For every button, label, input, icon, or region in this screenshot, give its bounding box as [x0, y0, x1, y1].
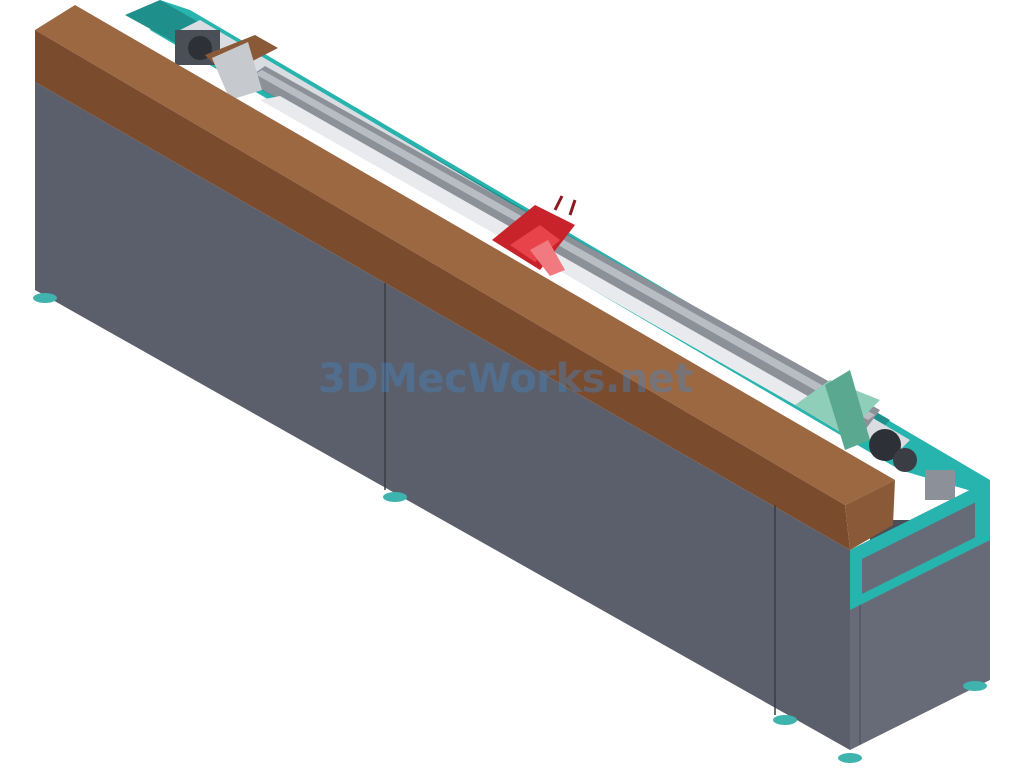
foot-front-right	[773, 715, 797, 725]
right-gear-2	[893, 448, 917, 472]
leveling-feet	[33, 293, 987, 763]
side-frame-top	[850, 480, 990, 565]
side-teal-frame	[850, 480, 990, 610]
right-clamp-arm	[825, 370, 870, 450]
beam-top-face	[35, 5, 895, 505]
side-frame-left-post	[850, 544, 862, 606]
brown-beam	[35, 5, 895, 550]
foot-middle	[383, 492, 407, 502]
red-clamp-handle-1	[553, 195, 564, 211]
left-bracket	[212, 42, 262, 100]
red-clamp-inner	[510, 225, 560, 262]
beam-front-face	[35, 30, 850, 550]
side-frame-bottom	[850, 530, 990, 610]
red-clamp-handle-2	[568, 199, 577, 216]
left-drive-assembly	[175, 30, 278, 100]
foot-left	[33, 293, 57, 303]
beam-end-face	[845, 480, 895, 550]
left-gear	[188, 36, 212, 60]
red-clamp	[492, 195, 577, 276]
side-frame-right-post	[975, 480, 990, 542]
cabinet-front-face	[35, 82, 850, 750]
foot-back-right	[963, 681, 987, 691]
right-gear-1	[869, 429, 901, 461]
roller-highlight	[255, 70, 875, 420]
foot-corner	[838, 753, 862, 763]
right-bearing-block	[925, 470, 955, 500]
red-clamp-arm	[530, 240, 565, 276]
